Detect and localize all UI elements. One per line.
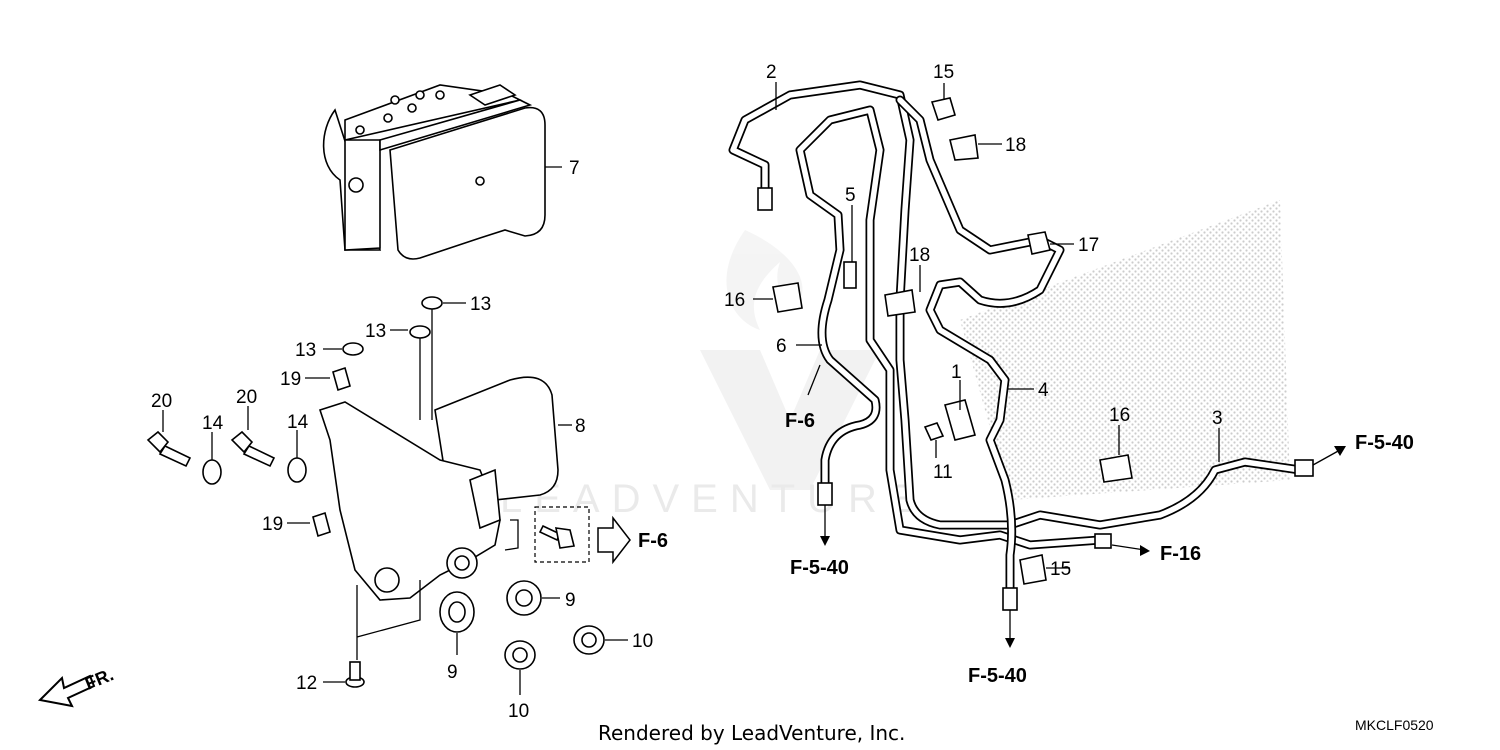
callout-17: 17 xyxy=(1078,235,1099,256)
callout-19b: 19 xyxy=(262,514,283,535)
ref-f540-bottom[interactable]: F-5-40 xyxy=(968,665,1027,687)
bolt-20-right-part[interactable] xyxy=(230,430,276,468)
clamp-18-mid-part[interactable] xyxy=(884,289,916,317)
f6-arrow-icon xyxy=(597,515,631,565)
leader-f6-pipe xyxy=(807,364,821,396)
bracket-1-part[interactable] xyxy=(944,399,976,441)
footer-credit: Rendered by LeadVenture, Inc. xyxy=(598,721,905,745)
callout-9b: 9 xyxy=(565,590,576,611)
callout-8: 8 xyxy=(575,416,586,437)
callout-13a: 13 xyxy=(470,294,491,315)
clamp-17-part[interactable] xyxy=(1027,231,1051,255)
callout-13c: 13 xyxy=(295,340,316,361)
callout-3: 3 xyxy=(1212,408,1223,429)
callout-16b: 16 xyxy=(1109,405,1130,426)
washer-14-left-part[interactable] xyxy=(202,459,222,485)
grommet-16-left-part[interactable] xyxy=(772,282,803,313)
front-direction-arrow-icon xyxy=(37,674,96,708)
callout-1: 1 xyxy=(951,362,962,383)
clip-19-bottom-part[interactable] xyxy=(312,511,331,538)
callout-5: 5 xyxy=(845,185,856,206)
callout-11: 11 xyxy=(933,462,953,483)
callout-16a: 16 xyxy=(724,290,745,311)
grommet-13-left-part[interactable] xyxy=(342,342,364,356)
grommet-9-right-part[interactable] xyxy=(506,580,542,616)
watermark-wing-logo xyxy=(960,200,1290,500)
callout-6: 6 xyxy=(776,336,787,357)
collar-10-right-part[interactable] xyxy=(573,625,605,655)
grommet-13-top-part[interactable] xyxy=(421,296,443,310)
bolt-11-part[interactable] xyxy=(923,422,945,441)
callout-13b: 13 xyxy=(365,321,386,342)
leader-12-group xyxy=(356,580,421,660)
clamp-15-top-part[interactable] xyxy=(930,97,956,121)
callout-4: 4 xyxy=(1038,380,1049,401)
clip-19-top-part[interactable] xyxy=(332,366,351,392)
watermark: LEADVENTURE xyxy=(500,200,1290,521)
callout-9a: 9 xyxy=(447,662,458,683)
callout-2: 2 xyxy=(766,62,777,83)
ref-f6-pipe[interactable]: F-6 xyxy=(785,410,815,432)
flange-bolt-part[interactable] xyxy=(538,524,575,549)
callout-7: 7 xyxy=(569,158,580,179)
callout-10a: 10 xyxy=(508,701,529,722)
washer-14-right-part[interactable] xyxy=(287,457,307,483)
callout-20b: 20 xyxy=(236,387,257,408)
clamp-18-top-part[interactable] xyxy=(949,134,979,161)
brake-pipe-assembly[interactable] xyxy=(728,80,1305,595)
ref-f6-bracket[interactable]: F-6 xyxy=(638,530,668,552)
watermark-flame-logo xyxy=(726,230,803,330)
ref-arrow-f16 xyxy=(1111,544,1150,556)
callout-18a: 18 xyxy=(1005,135,1026,156)
grommet-16-right-part[interactable] xyxy=(1099,454,1133,483)
ref-f540-left[interactable]: F-5-40 xyxy=(790,557,849,579)
callout-19a: 19 xyxy=(280,369,301,390)
clamp-15-bottom-part[interactable] xyxy=(1019,554,1047,585)
ref-arrow-right xyxy=(1312,446,1346,466)
ref-arrow-bottom xyxy=(1005,610,1015,648)
diagram-code: MKCLF0520 xyxy=(1355,717,1434,733)
callout-15a: 15 xyxy=(933,62,954,83)
callout-14a: 14 xyxy=(202,413,224,434)
watermark-v-logo xyxy=(700,350,880,490)
abs-bracket-part[interactable] xyxy=(318,376,559,601)
grommet-13-mid-part[interactable] xyxy=(409,325,431,339)
ref-f540-right[interactable]: F-5-40 xyxy=(1355,432,1414,454)
grommet-9-left-part[interactable] xyxy=(439,591,475,633)
pipe-fittings xyxy=(757,187,1314,611)
front-label: FR. xyxy=(82,664,116,693)
callout-12: 12 xyxy=(296,673,317,694)
collar-10-left-part[interactable] xyxy=(504,640,536,670)
watermark-text: LEADVENTURE xyxy=(500,477,928,521)
callout-20a: 20 xyxy=(151,391,172,412)
bracket-f6-leader xyxy=(504,519,519,551)
callout-15b: 15 xyxy=(1050,559,1071,580)
abs-modulator-part[interactable] xyxy=(322,84,546,260)
callout-14b: 14 xyxy=(287,412,309,433)
ref-f16[interactable]: F-16 xyxy=(1160,543,1201,565)
bolt-12-part[interactable] xyxy=(345,661,365,688)
callout-10b: 10 xyxy=(632,631,653,652)
f6-bolt-box xyxy=(534,506,590,563)
ref-arrow-left xyxy=(820,505,830,546)
callout-18b: 18 xyxy=(909,245,930,266)
bolt-20-left-part[interactable] xyxy=(146,430,192,468)
